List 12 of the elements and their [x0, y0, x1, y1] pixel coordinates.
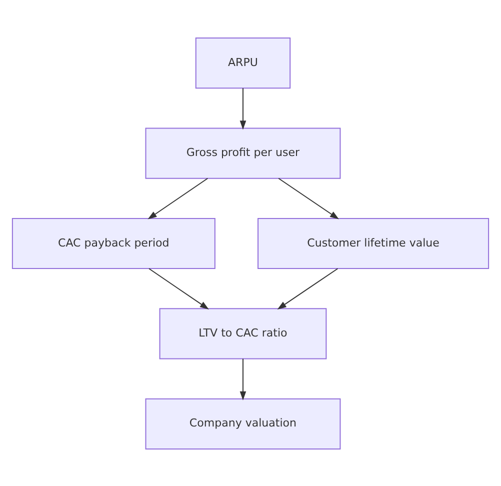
node-box: Company valuation	[145, 398, 341, 449]
node-box: Gross profit per user	[145, 127, 341, 178]
node-box: CAC payback period	[12, 217, 216, 269]
arrow	[240, 87, 246, 130]
node-box: Customer lifetime value	[258, 217, 490, 269]
arrow	[277, 268, 338, 309]
arrow	[240, 358, 246, 400]
arrow	[148, 177, 208, 219]
arrow	[148, 268, 209, 309]
node-box: LTV to CAC ratio	[159, 308, 327, 359]
arrow	[278, 177, 339, 219]
node-box: ARPU	[195, 37, 291, 88]
